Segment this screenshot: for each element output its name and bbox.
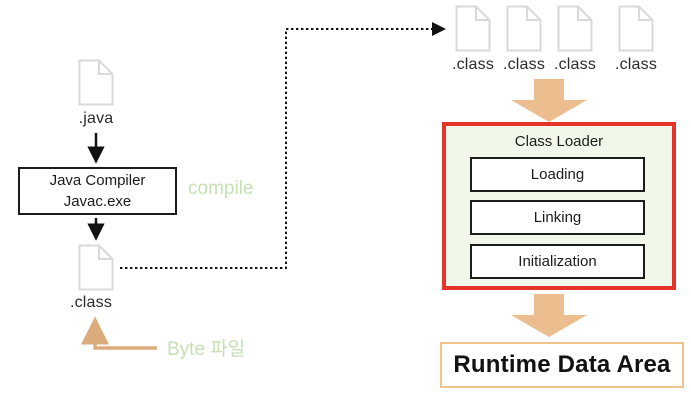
elbow-arrow-byte-to-class <box>81 316 157 350</box>
runtime-data-area-label: Runtime Data Area <box>453 351 671 378</box>
class-file-label: .class <box>69 294 113 311</box>
dotted-arrow-class-to-classfiles <box>120 22 446 269</box>
java-compiler-box: Java Compiler Javac.exe <box>18 167 177 215</box>
class-loader-box: Class Loader Loading Linking Initializat… <box>442 122 676 290</box>
down-arrow-to-runtime <box>509 294 589 337</box>
class-file-icon-1 <box>455 5 491 52</box>
java-file-icon <box>78 59 114 106</box>
class-file-label-2: .class <box>502 56 546 73</box>
class-file-icon-3 <box>557 5 593 52</box>
runtime-data-area-box: Runtime Data Area <box>440 342 684 388</box>
stage-loading: Loading <box>470 157 645 192</box>
down-arrow-to-class-loader <box>509 79 589 122</box>
class-loader-title: Class Loader <box>514 133 604 150</box>
stage-linking: Linking <box>470 200 645 235</box>
class-file-icon <box>78 244 114 291</box>
class-file-label-1: .class <box>451 56 495 73</box>
class-file-icon-4 <box>618 5 654 52</box>
class-file-label-4: .class <box>614 56 658 73</box>
stage-initialization: Initialization <box>470 244 645 279</box>
java-file-label: .java <box>78 110 114 127</box>
compiler-name: Java Compiler <box>49 172 146 189</box>
compile-label: compile <box>188 178 254 199</box>
compiler-executable: Javac.exe <box>63 193 132 210</box>
class-file-label-3: .class <box>553 56 597 73</box>
class-file-icon-2 <box>506 5 542 52</box>
byte-file-label: Byte 파일 <box>167 339 246 360</box>
